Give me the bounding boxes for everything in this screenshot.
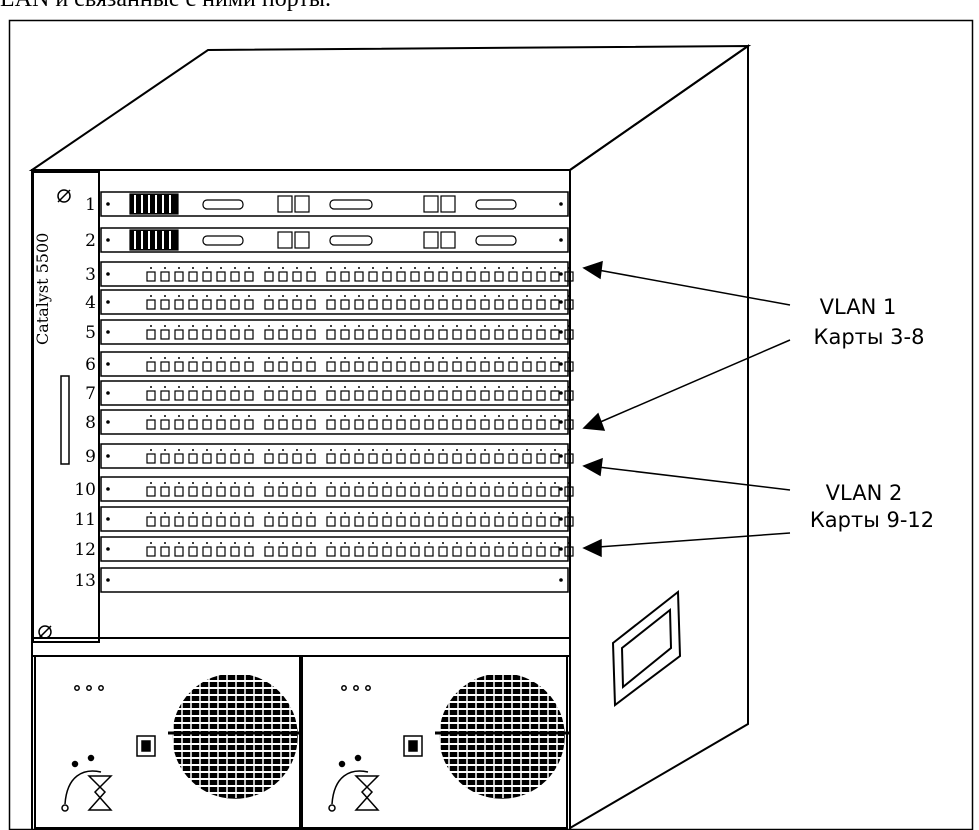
slot-label: 11 (74, 510, 96, 530)
fan-grille-icon (435, 674, 569, 798)
power-switch-icon (404, 736, 422, 756)
vlan-arrows (584, 262, 790, 556)
vlan2-name: VLAN 2 (826, 481, 903, 505)
arrow-vlan1-card3 (598, 270, 790, 305)
latch-lever-icon (62, 756, 111, 812)
vlan-annotations: VLAN 1 Карты 3-8 VLAN 2 Карты 9-12 (810, 295, 934, 532)
slot-label: 9 (85, 447, 96, 467)
slot-label: 7 (85, 384, 96, 404)
slot-card (101, 477, 573, 501)
slot-card (101, 228, 568, 252)
fan-grille-icon (168, 674, 302, 798)
arrow-vlan2-card12 (598, 533, 790, 547)
power-supply-panel (329, 674, 569, 811)
chassis (32, 46, 748, 830)
slot-label: 6 (85, 355, 96, 375)
slot-label: 1 (85, 195, 96, 215)
slot-label: 13 (74, 571, 96, 591)
slot-label: 3 (85, 265, 96, 285)
chassis-side-face (570, 46, 748, 828)
latch-lever-icon (329, 756, 378, 812)
slot-card (101, 507, 573, 531)
power-supply-panel (62, 674, 302, 811)
model-label: Catalyst 5500 (33, 233, 52, 345)
vlan2-cards: Карты 9-12 (810, 508, 934, 532)
vlan1-name: VLAN 1 (820, 295, 897, 319)
slot-card (101, 537, 573, 561)
slot-card (101, 192, 568, 216)
slot-label: 12 (74, 540, 96, 560)
side-handle-inner (622, 610, 671, 687)
power-bay-top (32, 638, 570, 656)
arrow-vlan1-card8 (598, 340, 790, 423)
slot-label: 5 (85, 323, 96, 343)
slot-card (101, 410, 573, 434)
slot-card (101, 568, 568, 592)
power-supply-details (62, 674, 569, 811)
slot-label: 4 (85, 293, 96, 313)
card-slots (101, 192, 573, 592)
slot-label: 8 (85, 413, 96, 433)
slot-card (101, 444, 573, 468)
slot-card (101, 290, 573, 314)
slot-card (101, 352, 573, 376)
slot-card (101, 381, 573, 405)
chassis-top-face (32, 46, 748, 170)
slot-card (101, 320, 573, 344)
slot-label: 2 (85, 231, 96, 251)
power-switch-icon (137, 736, 155, 756)
vlan1-cards: Карты 3-8 (814, 325, 925, 349)
bezel-slot-window (61, 376, 69, 464)
arrow-vlan2-card9 (598, 467, 790, 490)
slot-label: 10 (74, 480, 96, 500)
slot-card (101, 262, 573, 286)
